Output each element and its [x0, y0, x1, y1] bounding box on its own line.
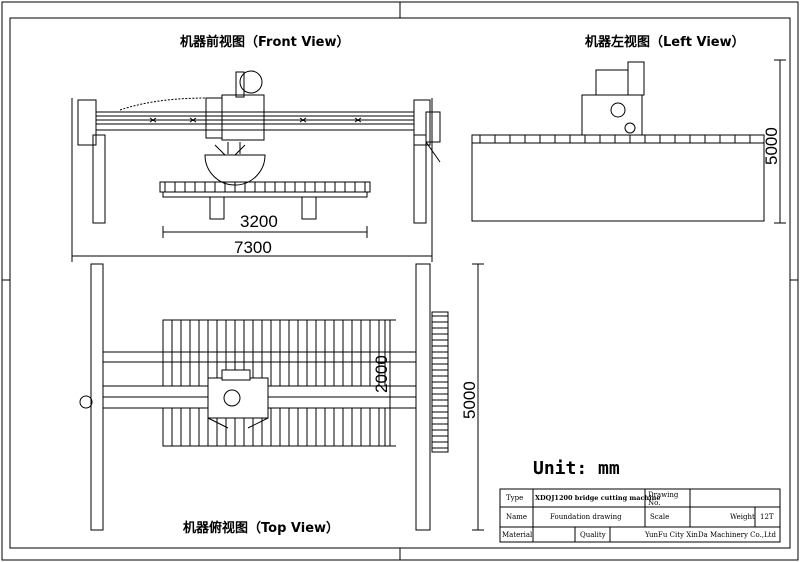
unit-label: Unit: mm	[533, 458, 620, 479]
name-value: Foundation drawing	[550, 513, 622, 521]
front-inner-dimension: 3200	[240, 212, 278, 231]
front-view	[71, 70, 441, 262]
material-label: Material	[502, 531, 533, 539]
scale-label: Scale	[650, 513, 670, 521]
top-view	[79, 263, 484, 531]
front-view-title: 机器前视图（Front View）	[180, 35, 350, 50]
top-total-dimension: 5000	[460, 381, 479, 419]
top-inner-dimension: 2000	[372, 355, 391, 393]
drawing-no-label: Drawing No.	[648, 491, 679, 507]
title-block-grid	[499, 488, 781, 543]
name-label: Name	[506, 513, 528, 521]
type-label: Type	[506, 494, 524, 502]
company-name: YunFu City XinDa Machinery Co.,Ltd	[645, 531, 776, 539]
quality-label: Quality	[580, 531, 606, 539]
type-value: XDQJ1200 bridge cutting machine	[535, 494, 661, 502]
left-view-title: 机器左视图（Left View）	[585, 35, 745, 50]
top-view-title: 机器俯视图（Top View）	[183, 521, 340, 536]
front-total-dimension: 7300	[234, 238, 272, 257]
left-height-dimension: 5000	[762, 127, 781, 165]
weight-label: Weight	[730, 513, 755, 521]
left-view	[471, 59, 786, 224]
weight-value: 12T	[760, 513, 774, 521]
